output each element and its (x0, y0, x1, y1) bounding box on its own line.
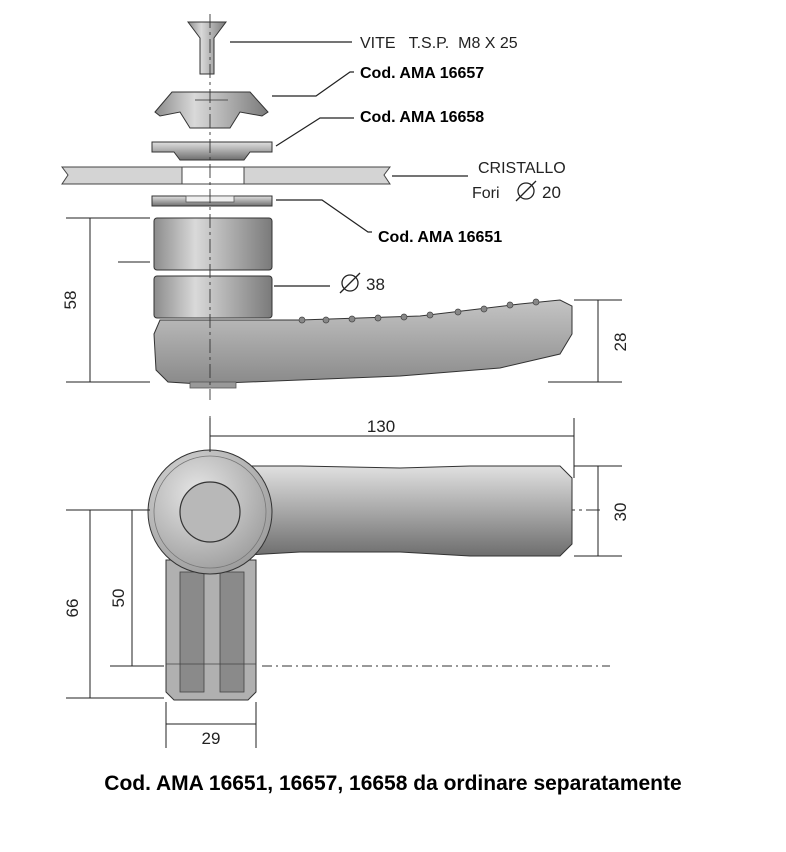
dimension-30 (574, 465, 622, 557)
cap-part-16657 (154, 91, 269, 129)
dimension-130-text: 130 (367, 417, 395, 436)
label-hole-diameter: 20 (542, 183, 561, 202)
glass-panel (61, 166, 391, 185)
dimension-29-text: 29 (202, 729, 221, 748)
label-part-16658: Cod. AMA 16658 (360, 109, 484, 126)
label-part-16657: Cod. AMA 16657 (360, 65, 484, 82)
label-holes: Fori (472, 185, 500, 202)
dimension-28 (548, 299, 622, 383)
dimension-29 (165, 702, 257, 748)
dimension-58-text: 58 (61, 291, 80, 310)
dimension-66 (66, 509, 164, 699)
footer-note: Cod. AMA 16651, 16657, 16658 da ordinare… (104, 772, 682, 795)
label-screw: VITE T.S.P. M8 X 25 (360, 35, 518, 52)
leader-16651 (276, 199, 372, 233)
label-part-16651: Cod. AMA 16651 (378, 229, 502, 246)
diameter-symbol-icon (515, 180, 537, 202)
leader-16657 (272, 71, 354, 97)
hub-top-view (147, 449, 273, 575)
dimension-30-text: 30 (611, 503, 630, 522)
dimension-58 (66, 217, 150, 383)
washer-part-16651 (151, 195, 273, 207)
dimension-28-text: 28 (611, 333, 630, 352)
diameter-symbol-icon-2 (339, 272, 361, 294)
screw-part (187, 21, 227, 75)
handle-side-view (153, 298, 573, 389)
dimension-50-text: 50 (109, 589, 128, 608)
label-diameter-38: 38 (366, 275, 385, 294)
hub-cylinder (153, 217, 273, 319)
dimension-66-text: 66 (63, 599, 82, 618)
leader-16658 (275, 117, 354, 147)
handle-top-view (229, 465, 573, 557)
arm-top-view (165, 559, 257, 701)
label-glass: CRISTALLO (478, 160, 566, 177)
dimension-50 (110, 510, 164, 667)
dimension-130 (209, 418, 575, 478)
washer-part-16658 (151, 141, 273, 161)
